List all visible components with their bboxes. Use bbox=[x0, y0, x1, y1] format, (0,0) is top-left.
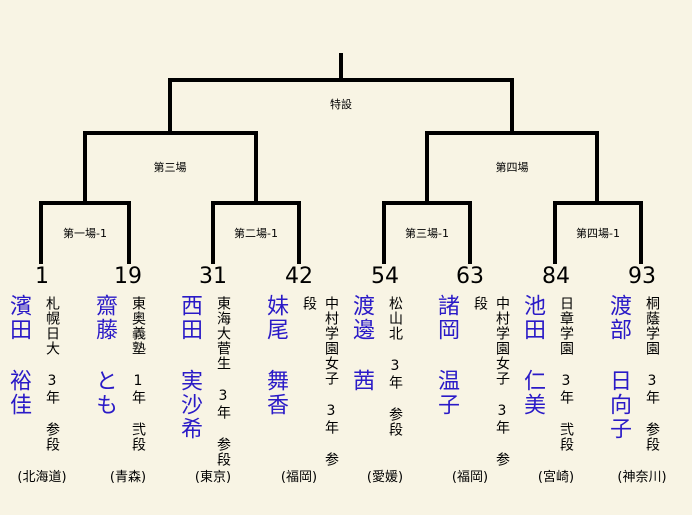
round-label-quarter-3: 第三場-1 bbox=[401, 227, 453, 241]
seed-number: 31 bbox=[199, 264, 227, 289]
player-slot-1: 1 濱田 裕佳 札幌日大 3年 参段 (北海道) bbox=[0, 264, 84, 504]
quarter-4-connector bbox=[553, 201, 643, 264]
player-name: 渡邊 茜 bbox=[349, 294, 374, 393]
player-slot-7: 84 池田 仁美 日章学園 3年 弐段 (宮崎) bbox=[514, 264, 598, 504]
player-prefecture: (神奈川) bbox=[617, 470, 667, 485]
player-prefecture: (北海道) bbox=[17, 470, 67, 485]
seed-number: 84 bbox=[542, 264, 570, 289]
player-school-grade-rank: 松山北 3年 参段 bbox=[387, 296, 403, 437]
round-label-quarter-4: 第四場-1 bbox=[572, 227, 624, 241]
player-name: 渡部 日向子 bbox=[606, 294, 631, 441]
player-school-grade-rank: 札幌日大 3年 参段 bbox=[44, 296, 60, 452]
player-name: 濱田 裕佳 bbox=[6, 294, 31, 417]
player-school-grade-rank: 東海大菅生 3年 参段 bbox=[215, 296, 231, 467]
player-prefecture: (青森) bbox=[109, 470, 147, 485]
player-slot-2: 19 齋藤 とも 東奥義塾 1年 弐段 (青森) bbox=[86, 264, 170, 504]
seed-number: 42 bbox=[285, 264, 313, 289]
semi-left-connector bbox=[83, 131, 258, 205]
player-slot-8: 93 渡部 日向子 桐蔭学園 3年 参段 (神奈川) bbox=[600, 264, 684, 504]
player-name: 諸岡 温子 bbox=[434, 294, 459, 417]
quarter-1-connector bbox=[39, 201, 131, 264]
seed-number: 1 bbox=[35, 264, 49, 289]
seed-number: 93 bbox=[628, 264, 656, 289]
player-prefecture: (東京) bbox=[194, 470, 232, 485]
player-name: 池田 仁美 bbox=[520, 294, 545, 417]
quarter-2-connector bbox=[211, 201, 301, 264]
player-name: 西田 実沙希 bbox=[177, 294, 202, 441]
seed-number: 19 bbox=[114, 264, 142, 289]
player-prefecture: (愛媛) bbox=[366, 470, 404, 485]
player-prefecture: (宮崎) bbox=[537, 470, 575, 485]
seed-number: 63 bbox=[456, 264, 484, 289]
round-label-final: 特設 bbox=[326, 98, 356, 112]
round-label-quarter-1: 第一場-1 bbox=[59, 227, 111, 241]
player-slot-5: 54 渡邊 茜 松山北 3年 参段 (愛媛) bbox=[343, 264, 427, 504]
round-label-semi-2: 第四場 bbox=[491, 161, 533, 175]
player-school-grade-rank: 日章学園 3年 弐段 bbox=[558, 296, 574, 452]
player-school-grade-rank: 東奥義塾 1年 弐段 bbox=[130, 296, 146, 452]
player-slot-6: 63 諸岡 温子 中村学園女子 3年 参段 (福岡) bbox=[428, 264, 512, 504]
player-school-grade-rank: 中村学園女子 3年 参段 bbox=[472, 296, 510, 467]
semi-right-connector bbox=[425, 131, 599, 205]
player-name: 妹尾 舞香 bbox=[263, 294, 288, 417]
final-connector bbox=[168, 53, 514, 135]
quarter-3-connector bbox=[382, 201, 472, 264]
player-slot-3: 31 西田 実沙希 東海大菅生 3年 参段 (東京) bbox=[171, 264, 255, 504]
player-school-grade-rank: 中村学園女子 3年 参段 bbox=[301, 296, 339, 467]
round-label-semi-1: 第三場 bbox=[149, 161, 191, 175]
player-school-grade-rank: 桐蔭学園 3年 参段 bbox=[644, 296, 660, 452]
seed-number: 54 bbox=[371, 264, 399, 289]
round-label-quarter-2: 第二場-1 bbox=[230, 227, 282, 241]
player-name: 齋藤 とも bbox=[92, 294, 117, 417]
player-slot-4: 42 妹尾 舞香 中村学園女子 3年 参段 (福岡) bbox=[257, 264, 341, 504]
player-prefecture: (福岡) bbox=[280, 470, 318, 485]
player-prefecture: (福岡) bbox=[451, 470, 489, 485]
